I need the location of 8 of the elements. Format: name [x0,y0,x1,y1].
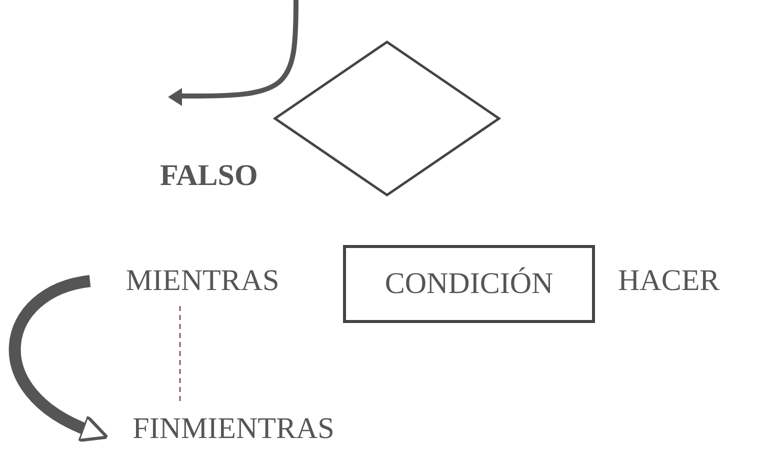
condition-box: CONDICIÓN [343,245,595,323]
decision-diamond [273,40,501,197]
dashed-line [179,306,181,404]
keyword-text: MIENTRAS [100,260,305,302]
label-text: HACER [618,263,720,299]
curved-arrow [9,275,108,442]
keyword-text: FINMIENTRAS [106,408,361,450]
label-text: FALSO [160,158,258,194]
